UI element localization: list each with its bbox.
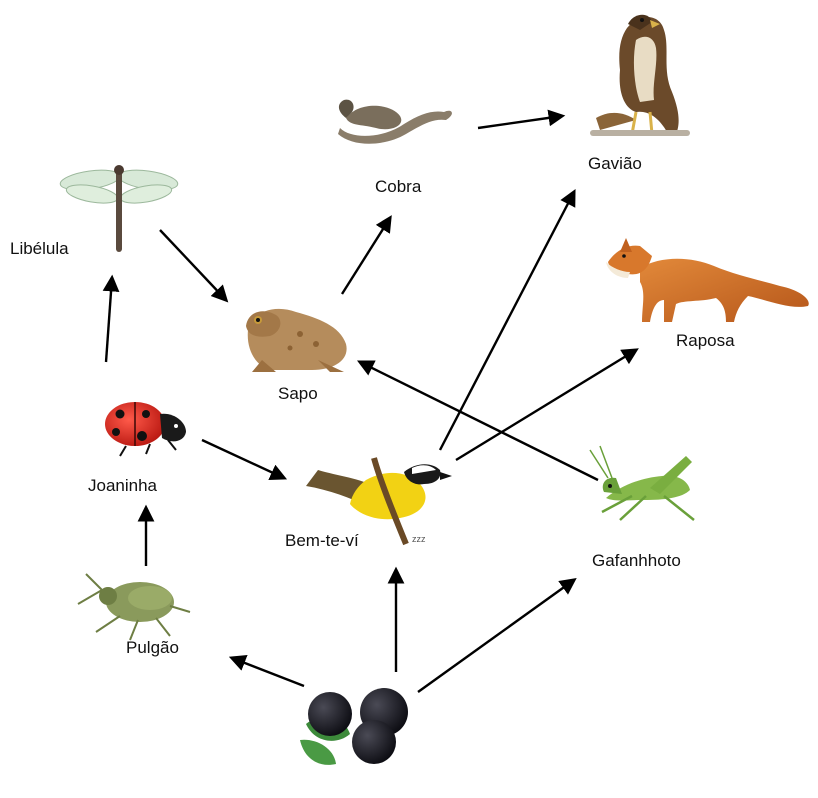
arrow-libelula-to-sapo	[160, 230, 226, 300]
grasshopper-picture	[590, 446, 694, 520]
label-bemtevi: Bem-te-ví	[285, 531, 359, 551]
aphid-picture	[78, 574, 190, 640]
arrow-joaninha-to-bemtevi	[202, 440, 284, 478]
arrow-gafanhoto-to-sapo	[360, 362, 598, 480]
label-sapo: Sapo	[278, 384, 318, 404]
snake-picture	[338, 100, 452, 144]
label-cobra: Cobra	[375, 177, 421, 197]
blackberry-picture	[300, 688, 408, 765]
ladybug-picture	[105, 402, 186, 456]
fox-picture	[606, 238, 809, 322]
label-gaviao: Gavião	[588, 154, 642, 174]
label-gafanhoto: Gafanhhoto	[592, 551, 681, 571]
svg-text:zzz: zzz	[412, 534, 426, 544]
arrow-cobra-to-gaviao	[478, 116, 562, 128]
dragonfly-picture	[59, 165, 179, 252]
toad-picture	[246, 309, 347, 372]
label-pulgao: Pulgão	[126, 638, 179, 658]
label-raposa: Raposa	[676, 331, 735, 351]
arrow-sapo-to-cobra	[342, 218, 390, 294]
arrow-joaninha-to-libelula	[106, 278, 112, 362]
hawk-picture	[590, 15, 690, 136]
arrow-amora-to-gafanhoto	[418, 580, 574, 692]
label-libelula: Libélula	[10, 239, 69, 259]
arrows	[106, 116, 636, 692]
arrow-amora-to-pulgao	[232, 658, 304, 686]
label-joaninha: Joaninha	[88, 476, 157, 496]
